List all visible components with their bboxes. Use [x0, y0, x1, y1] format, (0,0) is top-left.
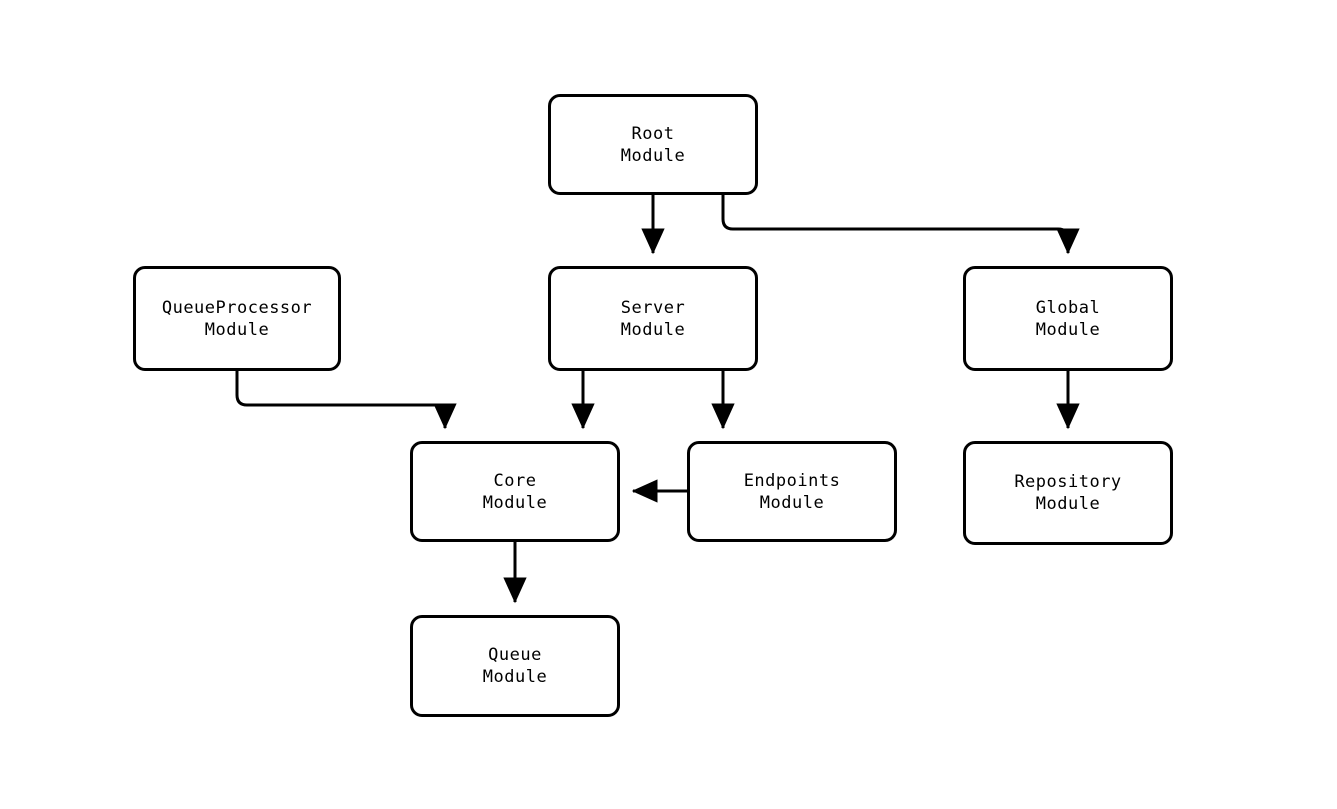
node-core-title: Core: [493, 470, 537, 491]
node-endpoints-suffix: Module: [759, 492, 825, 513]
node-queueprocessor-title: QueueProcessor: [161, 297, 313, 318]
node-global-suffix: Module: [1035, 319, 1101, 340]
node-queueprocessor-suffix: Module: [204, 319, 270, 340]
node-repository-suffix: Module: [1035, 494, 1101, 514]
node-queue-suffix: Module: [482, 667, 548, 687]
node-server-title: Server: [620, 297, 686, 318]
node-queueprocessor[interactable]: QueueProcessor Module: [133, 266, 341, 371]
edge-root-to-global: [721, 195, 1080, 255]
node-root-title: Root: [631, 123, 675, 144]
node-server-suffix: Module: [620, 319, 686, 340]
node-endpoints[interactable]: Endpoints Module: [687, 441, 897, 542]
node-repository[interactable]: Repository Module: [963, 441, 1173, 545]
node-core-suffix: Module: [482, 492, 548, 513]
node-queue[interactable]: Queue Module: [410, 615, 620, 717]
node-root[interactable]: Root Module: [548, 94, 758, 195]
node-repository-title: Repository: [1014, 472, 1122, 492]
node-core[interactable]: Core Module: [410, 441, 620, 542]
node-global[interactable]: Global Module: [963, 266, 1173, 371]
node-server[interactable]: Server Module: [548, 266, 758, 371]
node-endpoints-title: Endpoints: [743, 470, 841, 491]
node-global-title: Global: [1035, 297, 1101, 318]
edge-queueprocessor-to-core: [235, 371, 457, 430]
node-queue-title: Queue: [488, 645, 542, 665]
node-root-suffix: Module: [620, 145, 686, 166]
